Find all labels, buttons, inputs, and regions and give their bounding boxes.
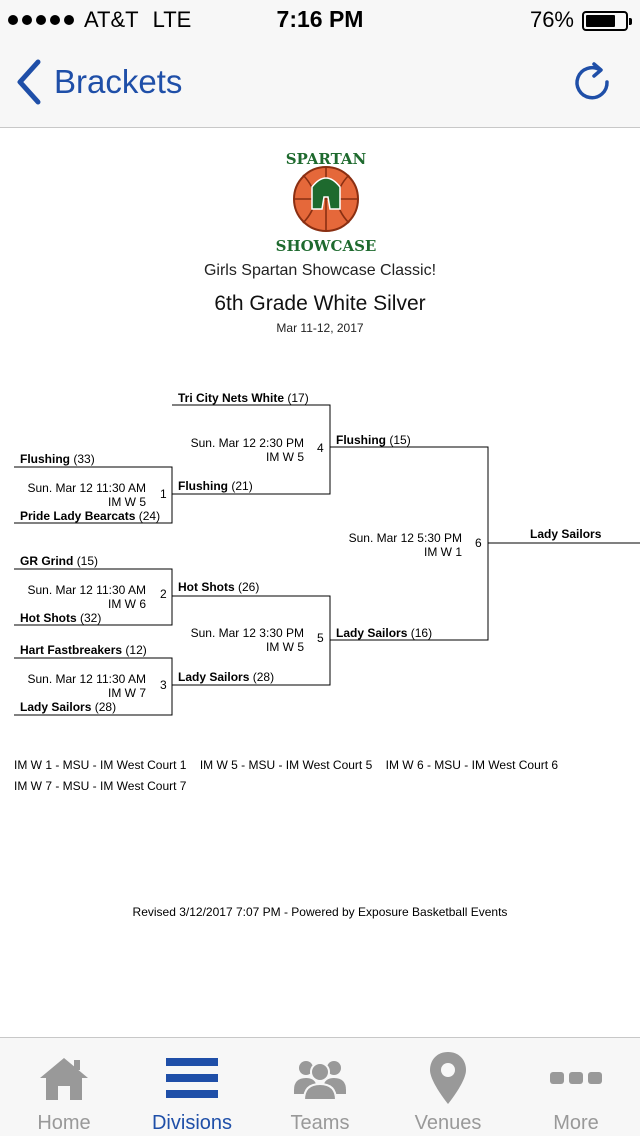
game-1-winner[interactable]: Flushing (21) (178, 479, 253, 493)
game-4-number: 4 (317, 441, 324, 455)
status-time: 7:16 PM (276, 6, 364, 32)
court-legend-item: IM W 5 - MSU - IM West Court 5 (199, 758, 373, 772)
game-2-lines (14, 568, 173, 626)
back-button[interactable]: Brackets (14, 58, 182, 106)
division-title: 6th Grade White Silver (214, 292, 426, 315)
menu-icon (166, 1058, 218, 1098)
game-3-number: 3 (160, 678, 167, 692)
svg-text:SHOWCASE: SHOWCASE (276, 237, 377, 255)
home-icon (40, 1058, 88, 1100)
game-1-lines (14, 466, 173, 524)
tab-venues[interactable]: Venues (384, 1038, 512, 1136)
game-2-team-bottom[interactable]: Hot Shots (32) (20, 611, 102, 625)
game-3-winner[interactable]: Lady Sailors (28) (178, 670, 275, 684)
refresh-icon[interactable] (570, 60, 614, 104)
tab-label: Divisions (151, 1112, 233, 1134)
event-name: Girls Spartan Showcase Classic! (203, 262, 437, 279)
game-6-number: 6 (475, 536, 482, 550)
chevron-left-icon (17, 59, 41, 105)
tab-teams[interactable]: Teams (256, 1038, 384, 1136)
tab-label: Teams (290, 1112, 350, 1134)
game-2-winner[interactable]: Hot Shots (26) (178, 580, 260, 594)
champion-team[interactable]: Lady Sailors (530, 527, 602, 541)
game-2-team-top[interactable]: GR Grind (15) (20, 554, 99, 568)
tab-home[interactable]: Home (0, 1038, 128, 1136)
game-1-team-top[interactable]: Flushing (33) (20, 452, 95, 466)
signal-icon (8, 15, 74, 25)
battery-icon (582, 11, 632, 31)
map-pin-icon (430, 1052, 466, 1104)
people-icon (294, 1061, 346, 1101)
battery-percent: 76% (529, 7, 574, 32)
back-button-label: Brackets (54, 63, 183, 100)
game-2-number: 2 (160, 587, 167, 601)
network-type: LTE (152, 7, 192, 32)
nav-bar: Brackets (0, 40, 640, 128)
tab-divisions[interactable]: Divisions (128, 1038, 256, 1136)
status-bar: AT&T LTE 7:16 PM 76% (0, 0, 640, 40)
revised-note: Revised 3/12/2017 7:07 PM - Powered by E… (132, 905, 508, 919)
court-legend-item: IM W 7 - MSU - IM West Court 7 (14, 779, 187, 793)
more-icon (550, 1072, 602, 1084)
court-legend-item: IM W 6 - MSU - IM West Court 6 (385, 758, 559, 772)
game-4-winner[interactable]: Flushing (15) (336, 433, 411, 447)
bracket-lines (14, 404, 640, 716)
tab-label: Home (37, 1112, 91, 1134)
carrier-name: AT&T (84, 7, 139, 32)
game-3-team-top[interactable]: Hart Fastbreakers (12) (20, 643, 147, 657)
bracket-content: SPARTAN SHOWCASE Girls Spartan Showcase … (0, 129, 640, 1037)
game-4-lines (172, 404, 331, 495)
game-5-winner[interactable]: Lady Sailors (16) (336, 626, 433, 640)
game-1-number: 1 (160, 487, 167, 501)
tab-label: Venues (414, 1112, 482, 1134)
spartan-showcase-logo: SPARTAN SHOWCASE (276, 150, 377, 255)
game-3-lines (14, 657, 173, 716)
tab-more[interactable]: More (512, 1038, 640, 1136)
tab-label: More (553, 1112, 599, 1134)
tab-bar: Home Divisions Teams Venues (0, 1037, 640, 1136)
svg-text:SPARTAN: SPARTAN (286, 150, 367, 168)
game-5-number: 5 (317, 631, 324, 645)
event-dates: Mar 11-12, 2017 (276, 321, 364, 335)
court-legend: IM W 1 - MSU - IM West Court 1 IM W 5 - … (14, 755, 626, 797)
game-3-team-bottom[interactable]: Lady Sailors (28) (20, 700, 117, 714)
court-legend-item: IM W 1 - MSU - IM West Court 1 (14, 758, 187, 772)
game-4-team-top[interactable]: Tri City Nets White (17) (178, 391, 309, 405)
game-1-team-bottom[interactable]: Pride Lady Bearcats (24) (20, 509, 161, 523)
carrier-info: AT&T LTE (8, 7, 191, 33)
